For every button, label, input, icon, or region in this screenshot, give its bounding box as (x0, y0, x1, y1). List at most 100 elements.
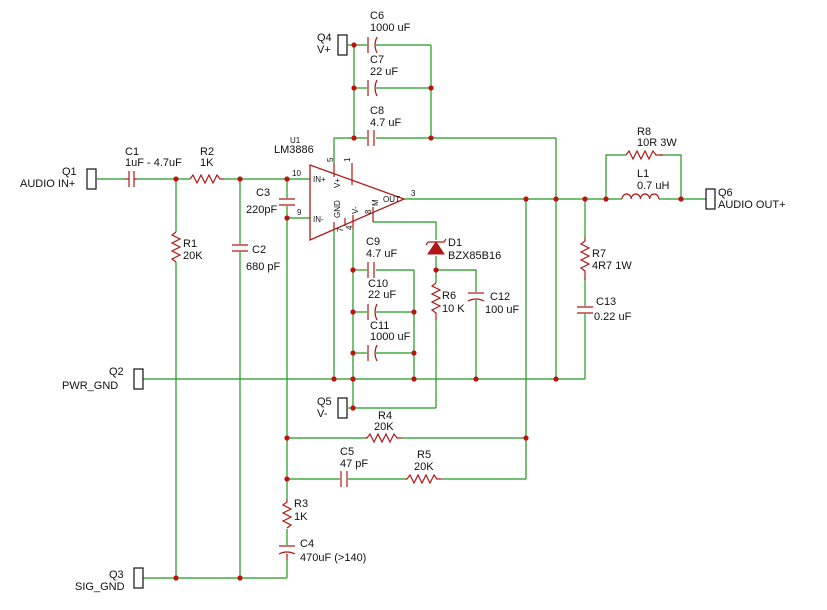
c9-value: 4.7 uF (366, 248, 397, 260)
port-q2-connector[interactable] (133, 368, 144, 390)
capacitor-c4[interactable] (278, 545, 296, 560)
r2-ref: R2 (200, 146, 214, 158)
q3-label: SIG_GND (75, 581, 125, 593)
u1-pin-4: 4 (345, 225, 354, 230)
l1-ref: L1 (637, 168, 649, 180)
r1-value: 20K (183, 250, 203, 262)
u1-pin-1: 1 (343, 157, 352, 162)
r6-value: 10 K (442, 303, 465, 315)
c8-value: 4.7 uF (370, 117, 401, 129)
u1-pin-vminus: V- (351, 206, 360, 214)
c10-ref: C10 (368, 278, 388, 290)
r5-value: 20K (414, 461, 434, 473)
u1-pin-in-plus: IN+ (313, 175, 326, 184)
capacitor-c7[interactable] (367, 79, 378, 97)
capacitor-c12[interactable] (467, 292, 485, 302)
inductor-l1[interactable] (621, 193, 660, 200)
wires (97, 44, 706, 579)
q1-ref: Q1 (62, 166, 77, 178)
capacitor-c1[interactable] (125, 171, 137, 187)
c6-value: 1000 uF (370, 22, 411, 34)
opamp-u1[interactable] (309, 163, 406, 241)
c9-ref: C9 (366, 236, 380, 248)
c4-value: 470uF (>140) (300, 552, 366, 564)
c5-ref: C5 (340, 446, 354, 458)
u1-ref: U1 (290, 136, 301, 145)
resistor-r1[interactable] (170, 231, 182, 263)
resistor-r5[interactable] (405, 473, 441, 485)
c12-ref: C12 (490, 291, 510, 303)
u1-pin-7: 7 (336, 227, 345, 232)
r8-ref: R8 (637, 126, 651, 138)
c12-value: 100 uF (485, 304, 520, 316)
u1-pin-8: 8 (364, 209, 373, 214)
capacitor-c3[interactable] (279, 198, 295, 206)
q6-label: AUDIO OUT+ (718, 199, 786, 211)
r5-ref: R5 (417, 449, 431, 461)
u1-pin-3: 3 (411, 189, 416, 198)
q4-ref: Q4 (317, 32, 332, 44)
c13-value: 0.22 uF (594, 311, 632, 323)
q1-label: AUDIO IN+ (20, 178, 75, 190)
u1-pin-vplus: V+ (333, 178, 342, 188)
r8-value: 10R 3W (637, 137, 677, 149)
c6-ref: C6 (370, 10, 384, 22)
q6-ref: Q6 (718, 187, 733, 199)
r7-value: 4R7 1W (592, 260, 632, 272)
junctions (173, 42, 684, 581)
d1-ref: D1 (448, 237, 462, 249)
resistor-r6[interactable] (430, 282, 442, 320)
zener-diode-d1[interactable] (425, 238, 447, 255)
c3-ref: C3 (256, 187, 270, 199)
resistor-r2[interactable] (189, 173, 224, 185)
capacitor-c2[interactable] (232, 244, 248, 252)
c1-value: 1uF - 4.7uF (125, 157, 182, 169)
q5-ref: Q5 (317, 396, 332, 408)
capacitor-c13[interactable] (577, 306, 593, 314)
c11-ref: C11 (370, 320, 389, 332)
c3-value: 220pF (246, 204, 277, 216)
c13-ref: C13 (596, 296, 616, 308)
r2-value: 1K (200, 157, 214, 169)
q3-ref: Q3 (109, 569, 124, 581)
capacitor-c5[interactable] (340, 471, 348, 487)
l1-value: 0.7 uH (637, 180, 669, 192)
resistor-r8[interactable] (625, 149, 663, 161)
r3-value: 1K (294, 511, 308, 523)
c7-value: 22 uF (370, 66, 398, 78)
resistor-r3[interactable] (281, 499, 293, 529)
port-q5-connector[interactable] (337, 397, 348, 419)
capacitor-c11[interactable] (367, 344, 378, 362)
capacitor-c6[interactable] (367, 36, 378, 54)
capacitor-c9[interactable] (367, 262, 375, 278)
r3-ref: R3 (294, 498, 308, 510)
port-q4-connector[interactable] (337, 34, 348, 56)
q2-ref: Q2 (109, 366, 124, 378)
q4-label: V+ (317, 44, 331, 56)
port-q6-connector[interactable] (705, 188, 716, 210)
c10-value: 22 uF (368, 289, 396, 301)
r1-ref: R1 (183, 238, 197, 250)
u1-pin-mute: M (371, 199, 380, 206)
resistor-r7[interactable] (579, 237, 591, 280)
u1-pin-gnd: GND (333, 200, 342, 218)
r4-value: 20K (374, 421, 394, 433)
c2-value: 680 pF (246, 261, 281, 273)
capacitor-c8[interactable] (367, 130, 375, 146)
c7-ref: C7 (370, 54, 384, 66)
q2-label: PWR_GND (62, 380, 118, 392)
port-q1-connector[interactable] (86, 168, 97, 190)
resistor-r4[interactable] (365, 432, 402, 444)
port-q3-connector[interactable] (133, 567, 144, 589)
c8-ref: C8 (370, 105, 384, 117)
capacitor-c10[interactable] (367, 303, 378, 321)
u1-part: LM3886 (274, 144, 314, 156)
r4-ref: R4 (378, 410, 392, 422)
c1-ref: C1 (125, 146, 139, 158)
c4-ref: C4 (300, 538, 314, 550)
u1-pin-out: OUT (383, 195, 400, 204)
c11-value: 1000 uF (370, 331, 411, 343)
r7-ref: R7 (592, 248, 606, 260)
